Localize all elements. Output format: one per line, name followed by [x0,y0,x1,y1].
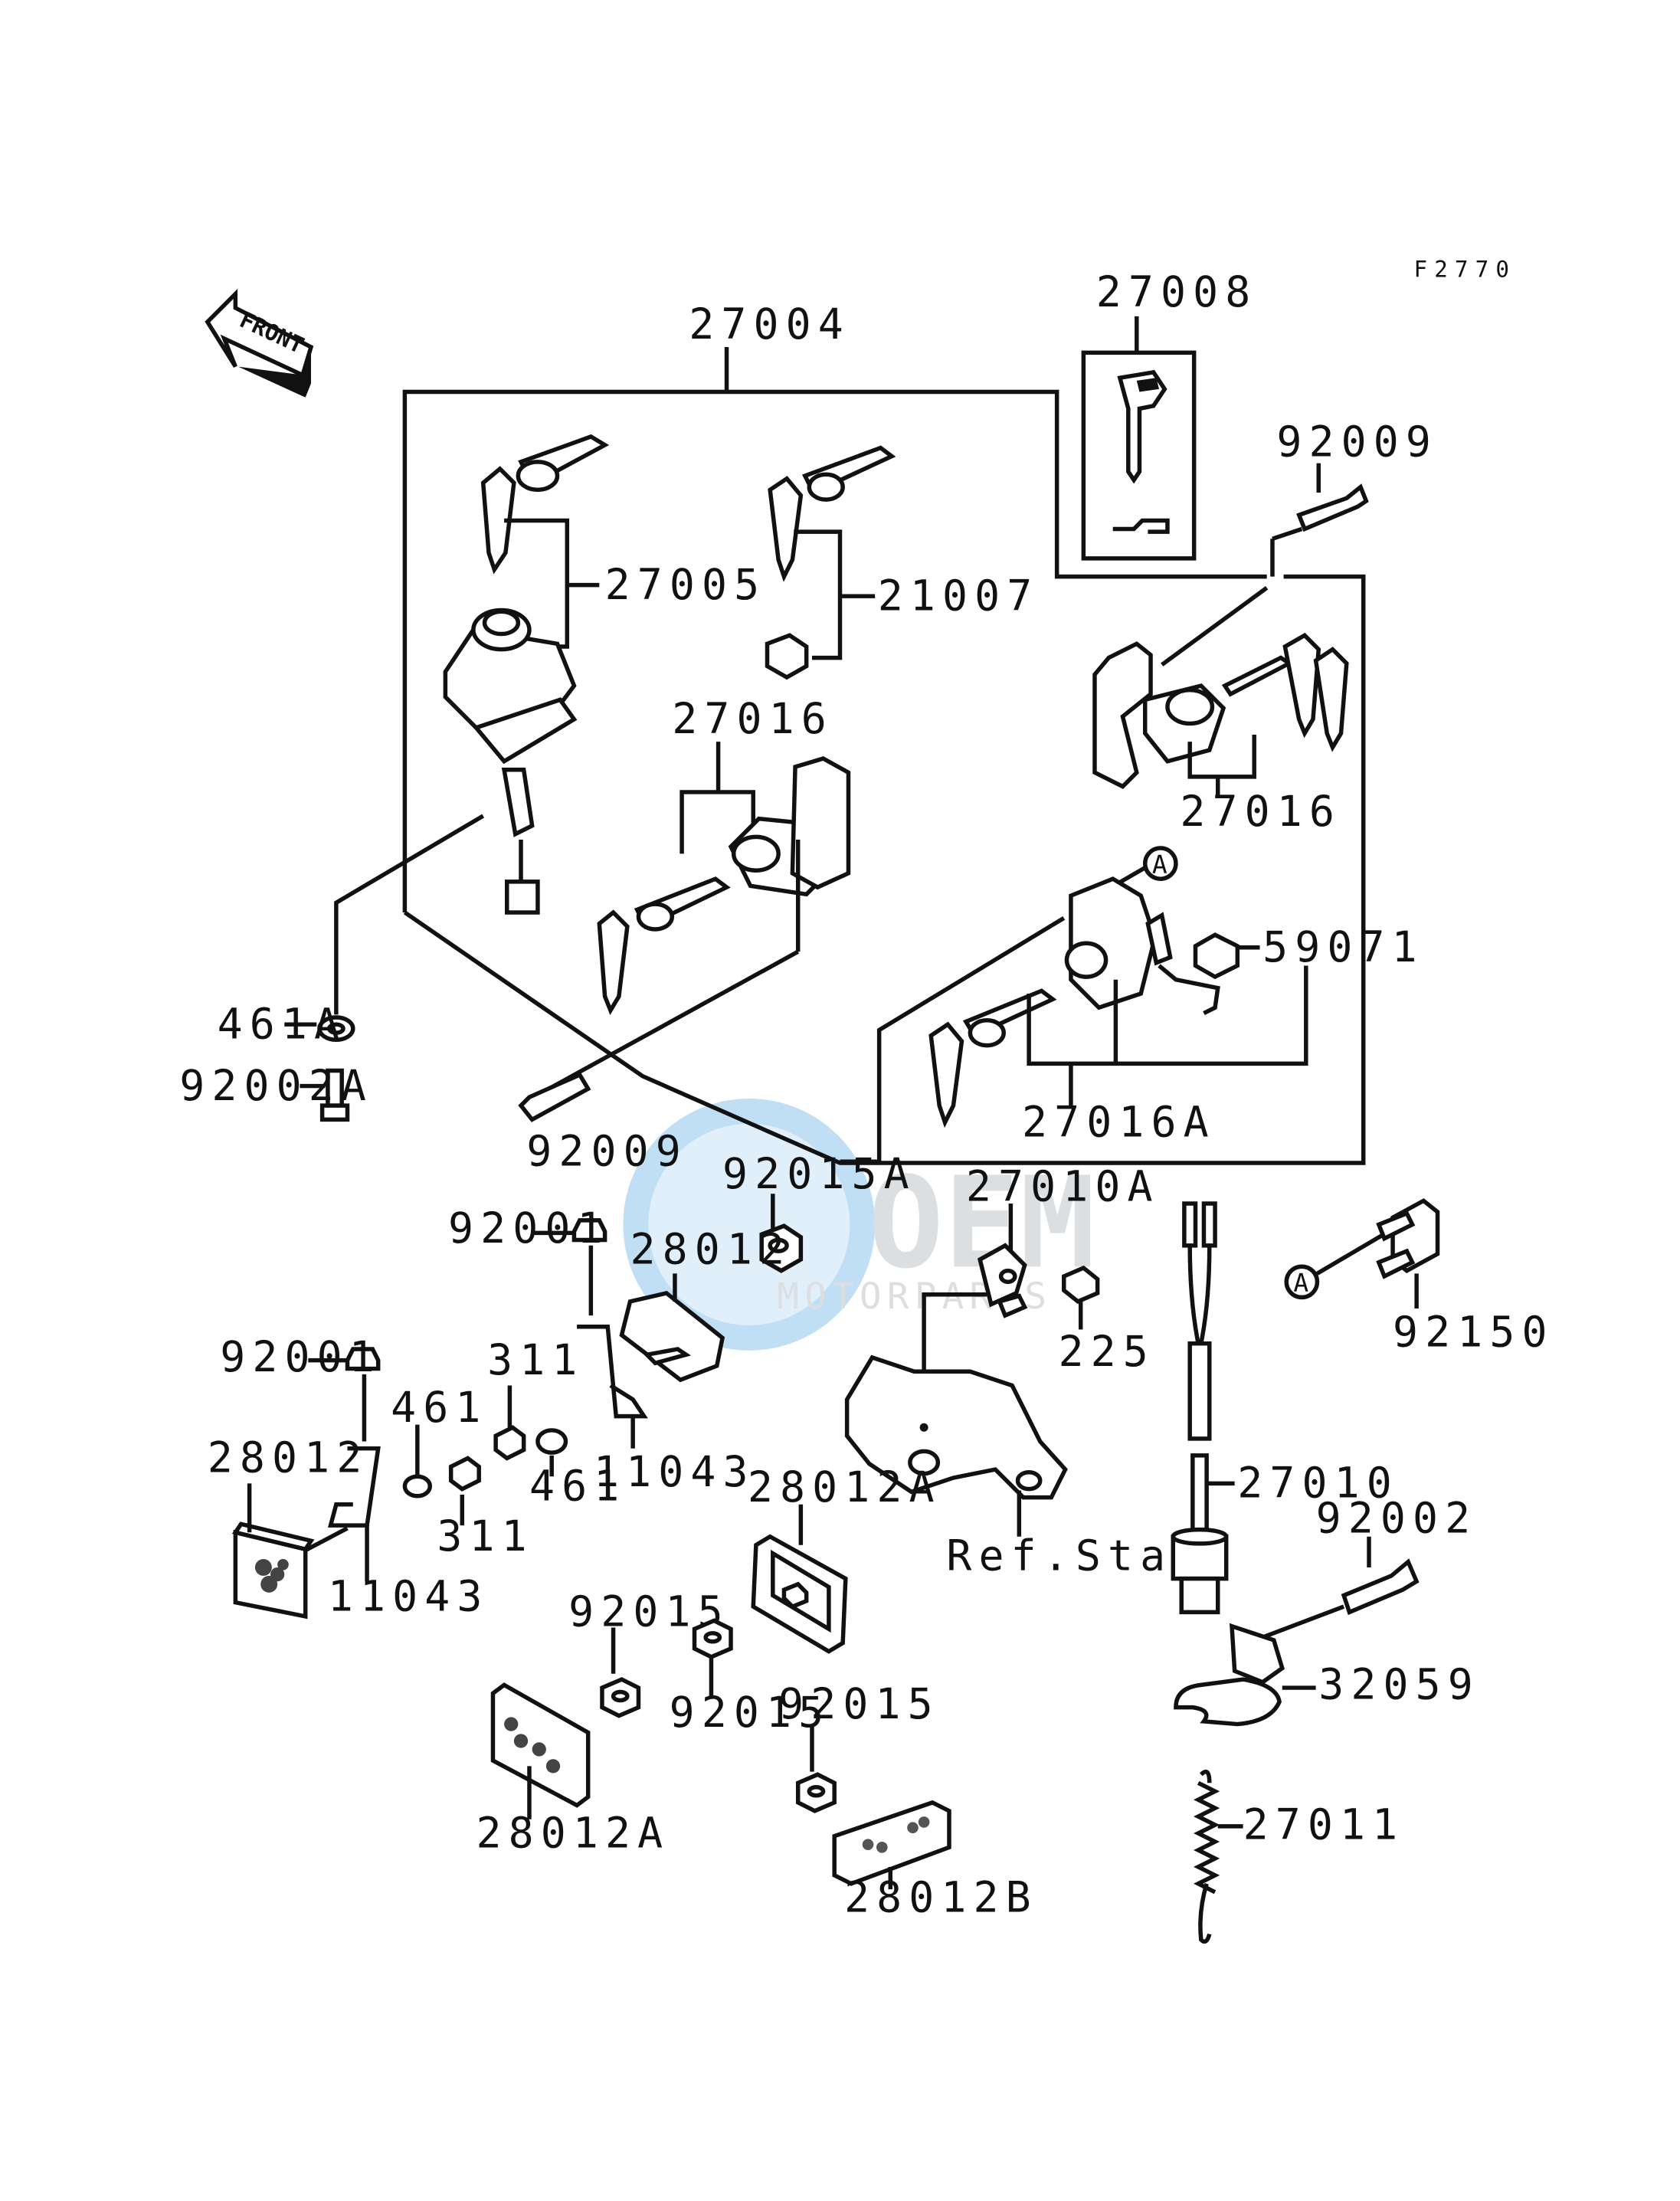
bracket-assembly-left [231,1347,481,1620]
label-92015-b: 92015 [670,1688,831,1737]
label-27016-right: 27016 [1180,787,1341,836]
screw-92009-bottom [518,1072,591,1122]
nut-92015-a [600,1627,641,1718]
reflector-28012A-top [751,1504,848,1654]
label-27004: 27004 [689,300,850,349]
label-461A: 461A [218,999,347,1048]
label-28012A-bottom: 28012A [476,1808,670,1857]
label-27016-left: 27016 [672,694,833,743]
label-27016A: 27016A [1022,1097,1216,1146]
bolt-set-92150 [1284,1198,1440,1309]
nut-92015-b [692,1618,733,1699]
label-21007: 21007 [878,571,1040,620]
label-27010A: 27010A [966,1161,1160,1210]
label-225: 225 [1058,1327,1154,1376]
label-28012A-top: 28012A [748,1462,942,1512]
label-311-left: 311 [437,1512,533,1561]
label-92015A: 92015A [722,1149,916,1198]
ref-label-a-top: A [1152,850,1167,879]
label-92009-bottom: 92009 [526,1127,688,1176]
label-311-mid: 311 [487,1335,584,1384]
label-92001-left: 92001 [220,1332,382,1381]
reflector-28012B [832,1800,951,1890]
label-11043-left: 11043 [328,1572,490,1621]
label-27005: 27005 [605,560,767,609]
spring-27011 [1194,1769,1243,1944]
label-92150: 92150 [1393,1307,1554,1356]
ignition-switch-27005 [443,434,610,915]
label-461-mid: 461 [529,1461,626,1510]
lock-27016A [840,876,1308,1164]
reflector-28012A-bottom [490,1682,591,1819]
front-arrow-icon: FRONT [205,289,314,398]
label-11043-mid: 11043 [594,1447,755,1496]
label-92002A: 92002A [179,1061,373,1110]
washer-461A [284,814,485,1043]
label-92009-top: 92009 [1276,418,1438,467]
label-28012-mid: 28012 [630,1225,791,1274]
label-92002: 92002 [1316,1493,1478,1542]
key-27008 [1081,316,1197,561]
label-28012B: 28012B [844,1872,1038,1921]
screw-92009-top [1270,463,1369,577]
label-27010: 27010 [1237,1459,1399,1508]
switch-27010A [922,1204,1100,1400]
ref-stand-bracket [844,1354,1068,1537]
key-set-21007 [765,445,896,680]
label-92001-mid: 92001 [448,1204,610,1253]
diagram-code: F2770 [1413,257,1516,283]
bolt-92002 [1239,1536,1420,1648]
nut-92015A [759,1194,804,1273]
label-27011: 27011 [1243,1800,1405,1849]
part-59071 [1193,932,1260,980]
ref-label-a-bottom: A [1293,1268,1308,1298]
lock-27016-right [1092,586,1349,795]
side-stand-switch-27010 [1171,1201,1235,1615]
watermark-globe-icon [623,1099,876,1351]
nut-92015-c [795,1724,837,1813]
kit-27004-bracket [402,347,1366,1165]
label-32059: 32059 [1318,1660,1480,1709]
label-461-left: 461 [391,1383,487,1432]
label-59071: 59071 [1262,922,1424,971]
label-92015-c: 92015 [778,1679,940,1728]
lock-27016-left [548,742,851,1091]
label-28012-left: 28012 [208,1433,369,1482]
bolt-92002A [300,1068,350,1122]
bracket-assembly-mid [493,1218,725,1477]
label-27008: 27008 [1096,267,1258,316]
bracket-32059 [1174,1623,1316,1727]
